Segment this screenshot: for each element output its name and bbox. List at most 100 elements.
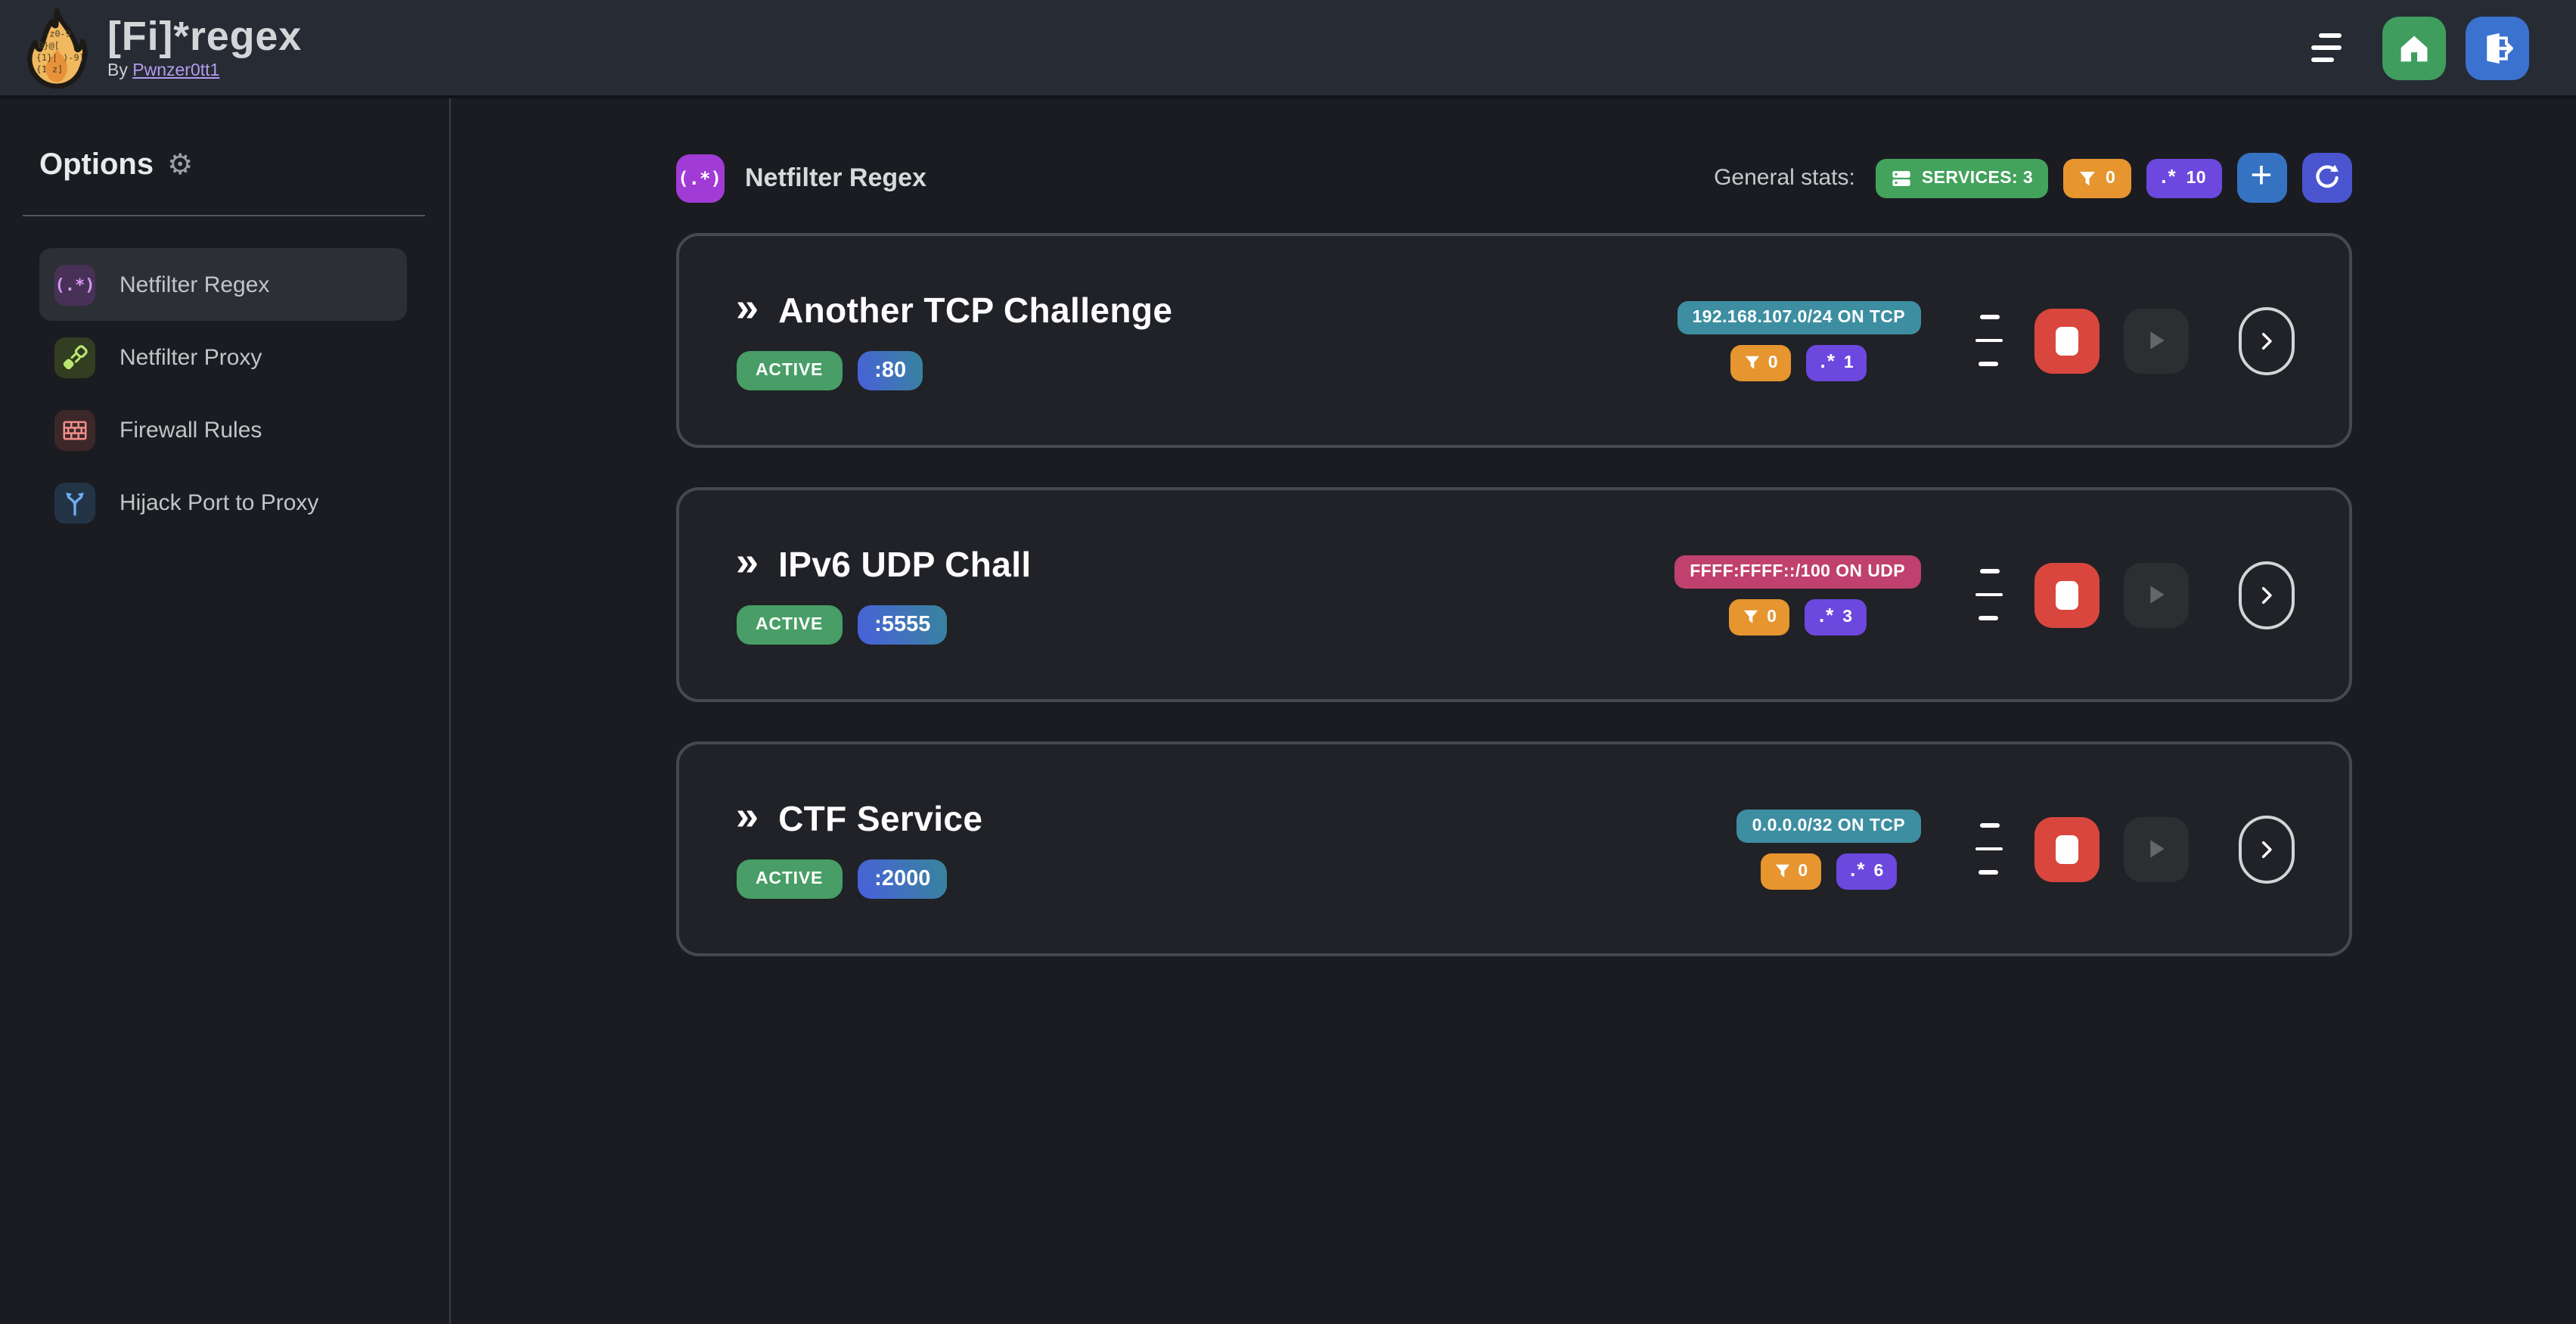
- regexes-count-label: 3: [1842, 608, 1853, 626]
- port-badge: :5555: [858, 605, 948, 645]
- topbar: -z0-9 0}@[ {1}| )-9] {1 z] [Fi]*regex By…: [0, 0, 2576, 98]
- status-badge: ACTIVE: [736, 351, 843, 390]
- sidebar-divider: [23, 215, 425, 216]
- regex-icon: (.*): [675, 154, 724, 202]
- target-stats: FFFF:FFFF::/100 ON UDP 0 .* 3: [1674, 555, 1920, 635]
- target-stats: 0.0.0.0/32 ON TCP 0 .* 6: [1736, 809, 1920, 889]
- general-stats: General stats: SERVICES: 3: [1714, 153, 2351, 203]
- service-title-row: » Another TCP Challenge: [736, 287, 1173, 331]
- plug-icon: [54, 337, 95, 378]
- brand-text: [Fi]*regex By Pwnzer0tt1: [107, 13, 303, 79]
- chevron-right-icon: [2261, 840, 2271, 858]
- service-title-row: » CTF Service: [736, 795, 982, 840]
- service-card: » IPv6 UDP Chall ACTIVE :5555 FFFF:FFFF:…: [675, 487, 2351, 702]
- sidebar-item-hijack-port[interactable]: Hijack Port to Proxy: [39, 466, 407, 539]
- byline: By Pwnzer0tt1: [107, 61, 302, 79]
- sidebar-item-firewall-rules[interactable]: Firewall Rules: [39, 393, 407, 466]
- svg-text:-z0-9: -z0-9: [44, 27, 71, 38]
- filters-count-label: 0: [1798, 862, 1808, 880]
- count-row: 0 .* 3: [1729, 598, 1867, 635]
- byline-prefix: By: [107, 61, 128, 79]
- port-badge: :2000: [858, 859, 948, 899]
- open-service-button[interactable]: [2238, 306, 2294, 375]
- sidebar-item-netfilter-regex[interactable]: (.*) Netfilter Regex: [39, 248, 407, 321]
- play-button[interactable]: [2123, 816, 2188, 881]
- service-menu-icon[interactable]: [1975, 818, 2002, 881]
- double-chevron-icon: »: [736, 284, 759, 330]
- filters-count-badge: 0: [1729, 598, 1790, 635]
- filters-count-label: 0: [2106, 169, 2116, 187]
- regexes-count-badge: .* 1: [1806, 344, 1867, 381]
- status-badge: ACTIVE: [736, 859, 843, 899]
- sidebar-heading: Options ⚙: [39, 148, 449, 183]
- service-menu-icon[interactable]: [1975, 564, 2002, 626]
- play-button[interactable]: [2123, 308, 2188, 373]
- service-list: » Another TCP Challenge ACTIVE :80 192.1…: [675, 233, 2351, 956]
- count-row: 0 .* 1: [1730, 344, 1867, 381]
- home-button[interactable]: [2382, 16, 2446, 79]
- service-name: IPv6 UDP Chall: [778, 545, 1032, 584]
- stop-icon: [2055, 834, 2078, 863]
- menu-bars-icon[interactable]: [2308, 33, 2345, 62]
- service-actions: 0.0.0.0/32 ON TCP 0 .* 6: [1736, 809, 2294, 889]
- section-title: (.*) Netfilter Regex: [675, 154, 926, 202]
- filter-funnel-icon: [1745, 356, 1759, 369]
- service-actions: 192.168.107.0/24 ON TCP 0 .* 1: [1677, 300, 2294, 381]
- service-badges: ACTIVE :5555: [736, 605, 1032, 645]
- gear-icon: ⚙: [167, 150, 194, 182]
- filter-funnel-icon: [1775, 864, 1789, 878]
- service-menu-icon[interactable]: [1975, 309, 2002, 372]
- service-name: Another TCP Challenge: [778, 291, 1173, 330]
- play-icon: [2150, 586, 2165, 604]
- service-title-row: » IPv6 UDP Chall: [736, 541, 1032, 586]
- filters-count-badge: 0: [1760, 853, 1822, 889]
- refresh-button[interactable]: [2301, 153, 2351, 203]
- filters-count-label: 0: [1767, 608, 1777, 626]
- regexes-count-badge: .* 3: [1805, 598, 1867, 635]
- target-stats: 192.168.107.0/24 ON TCP 0 .* 1: [1677, 300, 1920, 381]
- chevron-right-icon: [2261, 331, 2271, 350]
- stop-icon: [2055, 580, 2078, 609]
- regexes-count-badge: .* 6: [1836, 853, 1898, 889]
- regex-dot-star-icon: .*: [1820, 350, 1836, 372]
- server-icon: [1893, 170, 1911, 185]
- app-title: [Fi]*regex: [107, 13, 303, 58]
- stats-label: General stats:: [1714, 165, 1855, 191]
- svg-text:{1 z]: {1 z]: [36, 64, 64, 74]
- regexes-count-label: 6: [1873, 862, 1884, 880]
- regexes-count-label: 1: [1843, 353, 1854, 371]
- stop-button[interactable]: [2034, 562, 2099, 627]
- stop-button[interactable]: [2034, 308, 2099, 373]
- play-button[interactable]: [2123, 562, 2188, 627]
- open-service-button[interactable]: [2238, 815, 2294, 883]
- stop-button[interactable]: [2034, 816, 2099, 881]
- status-badge: ACTIVE: [736, 605, 843, 645]
- regex-dot-star-icon: .*: [2161, 165, 2177, 188]
- services-count-label: SERVICES: 3: [1921, 169, 2034, 187]
- target-badge: FFFF:FFFF::/100 ON UDP: [1674, 555, 1920, 588]
- logout-button[interactable]: [2466, 16, 2529, 79]
- filter-funnel-icon: [2080, 171, 2096, 185]
- home-icon: [2401, 35, 2428, 61]
- section-heading: Netfilter Regex: [745, 163, 926, 191]
- chevron-right-icon: [2261, 586, 2271, 604]
- service-info: » Another TCP Challenge ACTIVE :80: [736, 287, 1173, 390]
- regexes-count-badge: .* 10: [2146, 158, 2221, 197]
- sidebar-item-label: Netfilter Regex: [119, 272, 270, 297]
- author-link[interactable]: Pwnzer0tt1: [132, 61, 220, 79]
- main-area: (.*) Netfilter Regex General stats:: [451, 98, 2576, 1324]
- service-card: » CTF Service ACTIVE :2000 0.0.0.0/32 ON…: [675, 741, 2351, 956]
- open-service-button[interactable]: [2238, 561, 2294, 629]
- stop-icon: [2055, 326, 2078, 355]
- add-service-button[interactable]: +: [2236, 153, 2286, 203]
- fork-arrows-icon: [54, 482, 95, 523]
- regexes-count-label: 10: [2186, 169, 2206, 187]
- service-card: » Another TCP Challenge ACTIVE :80 192.1…: [675, 233, 2351, 448]
- regex-icon: (.*): [54, 264, 95, 305]
- service-actions: FFFF:FFFF::/100 ON UDP 0 .* 3: [1674, 555, 2294, 635]
- sidebar-item-netfilter-proxy[interactable]: Netfilter Proxy: [39, 321, 407, 393]
- play-icon: [2150, 331, 2165, 350]
- logout-door-icon: [2487, 32, 2513, 64]
- layout: Options ⚙ (.*) Netfilter Regex: [0, 98, 2576, 1324]
